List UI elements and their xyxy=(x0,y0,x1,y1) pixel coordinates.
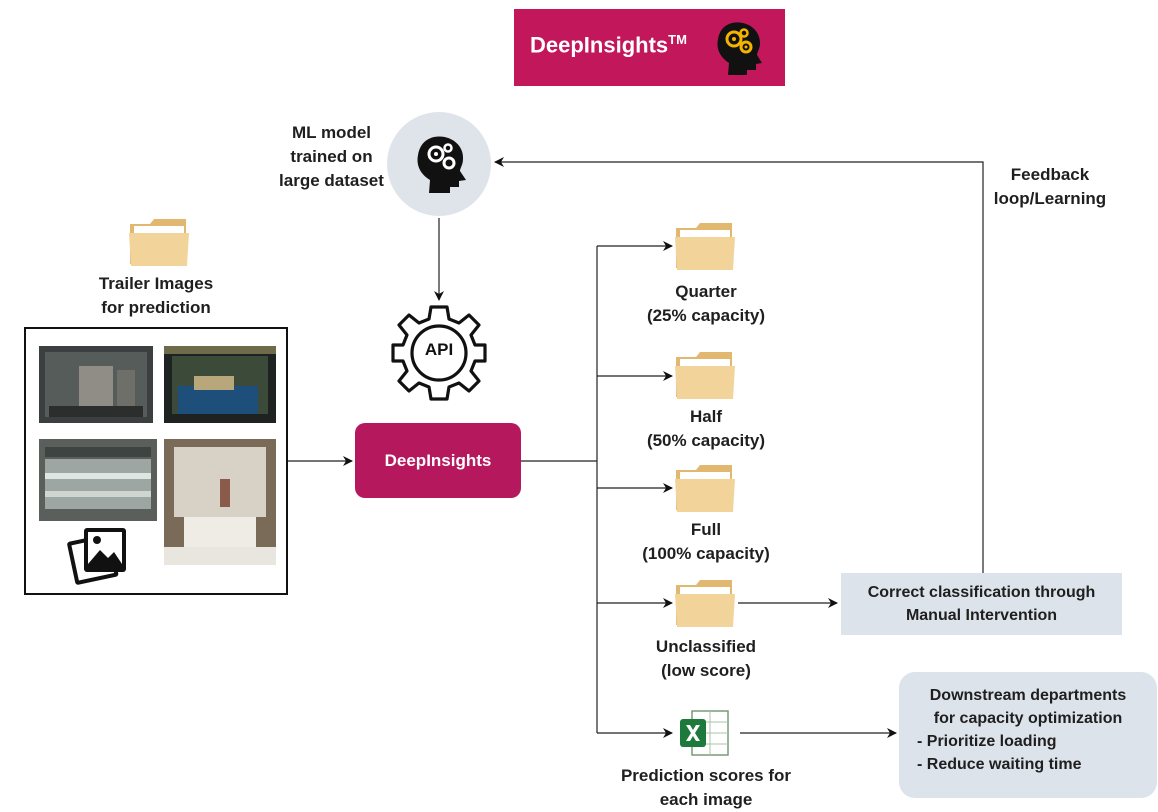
trailer-photo xyxy=(39,346,153,423)
trailer-photo xyxy=(164,346,276,423)
downstream-line: Downstream departments xyxy=(929,687,1127,704)
api-gear-icon xyxy=(391,305,487,401)
brand-banner: DeepInsightsTM xyxy=(514,9,785,86)
trailer-images-panel xyxy=(24,327,288,595)
manual-line: Manual Intervention xyxy=(905,607,1058,624)
deepinsights-engine-box: DeepInsights xyxy=(355,423,521,498)
feedback-loop-label: Feedback loop/Learning xyxy=(993,165,1107,208)
excel-icon xyxy=(680,710,729,756)
api-label: API xyxy=(424,340,454,359)
trademark-mark: TM xyxy=(668,32,687,47)
manual-line: Correct classification through xyxy=(867,584,1096,601)
ml-model-label: ML model trained on large dataset xyxy=(279,123,384,190)
category-quarter-label: Quarter (25% capacity) xyxy=(646,282,766,325)
feedback-loop-line xyxy=(494,157,984,573)
downstream-bullet: - Prioritize loading xyxy=(917,733,1057,750)
category-full-label: Full (100% capacity) xyxy=(642,520,770,563)
brain-gears-icon xyxy=(717,22,762,76)
downstream-line: for capacity optimization xyxy=(933,710,1123,727)
manual-intervention-box: Correct classification through Manual In… xyxy=(841,573,1122,635)
trailer-images-label: Trailer Images for prediction xyxy=(98,274,214,317)
trailer-photo xyxy=(39,439,157,521)
brand-title: DeepInsightsTM xyxy=(530,32,687,58)
category-half-label: Half (50% capacity) xyxy=(646,407,766,450)
ml-model-node xyxy=(387,112,491,216)
folder-icon xyxy=(675,352,735,399)
downstream-bullet: - Reduce waiting time xyxy=(917,756,1082,773)
category-unclassified-label: Unclassified (low score) xyxy=(655,637,757,680)
folder-icon xyxy=(675,465,735,512)
brain-gears-icon xyxy=(417,136,466,193)
image-stack-icon xyxy=(67,528,126,585)
downstream-departments-box: Downstream departments for capacity opti… xyxy=(899,672,1157,798)
trailer-photo xyxy=(164,439,276,565)
prediction-scores-label: Prediction scores for each image xyxy=(620,766,792,809)
folder-icon xyxy=(129,219,189,266)
engine-label: DeepInsights xyxy=(384,450,492,470)
folder-icon xyxy=(675,223,735,270)
folder-icon xyxy=(675,580,735,627)
